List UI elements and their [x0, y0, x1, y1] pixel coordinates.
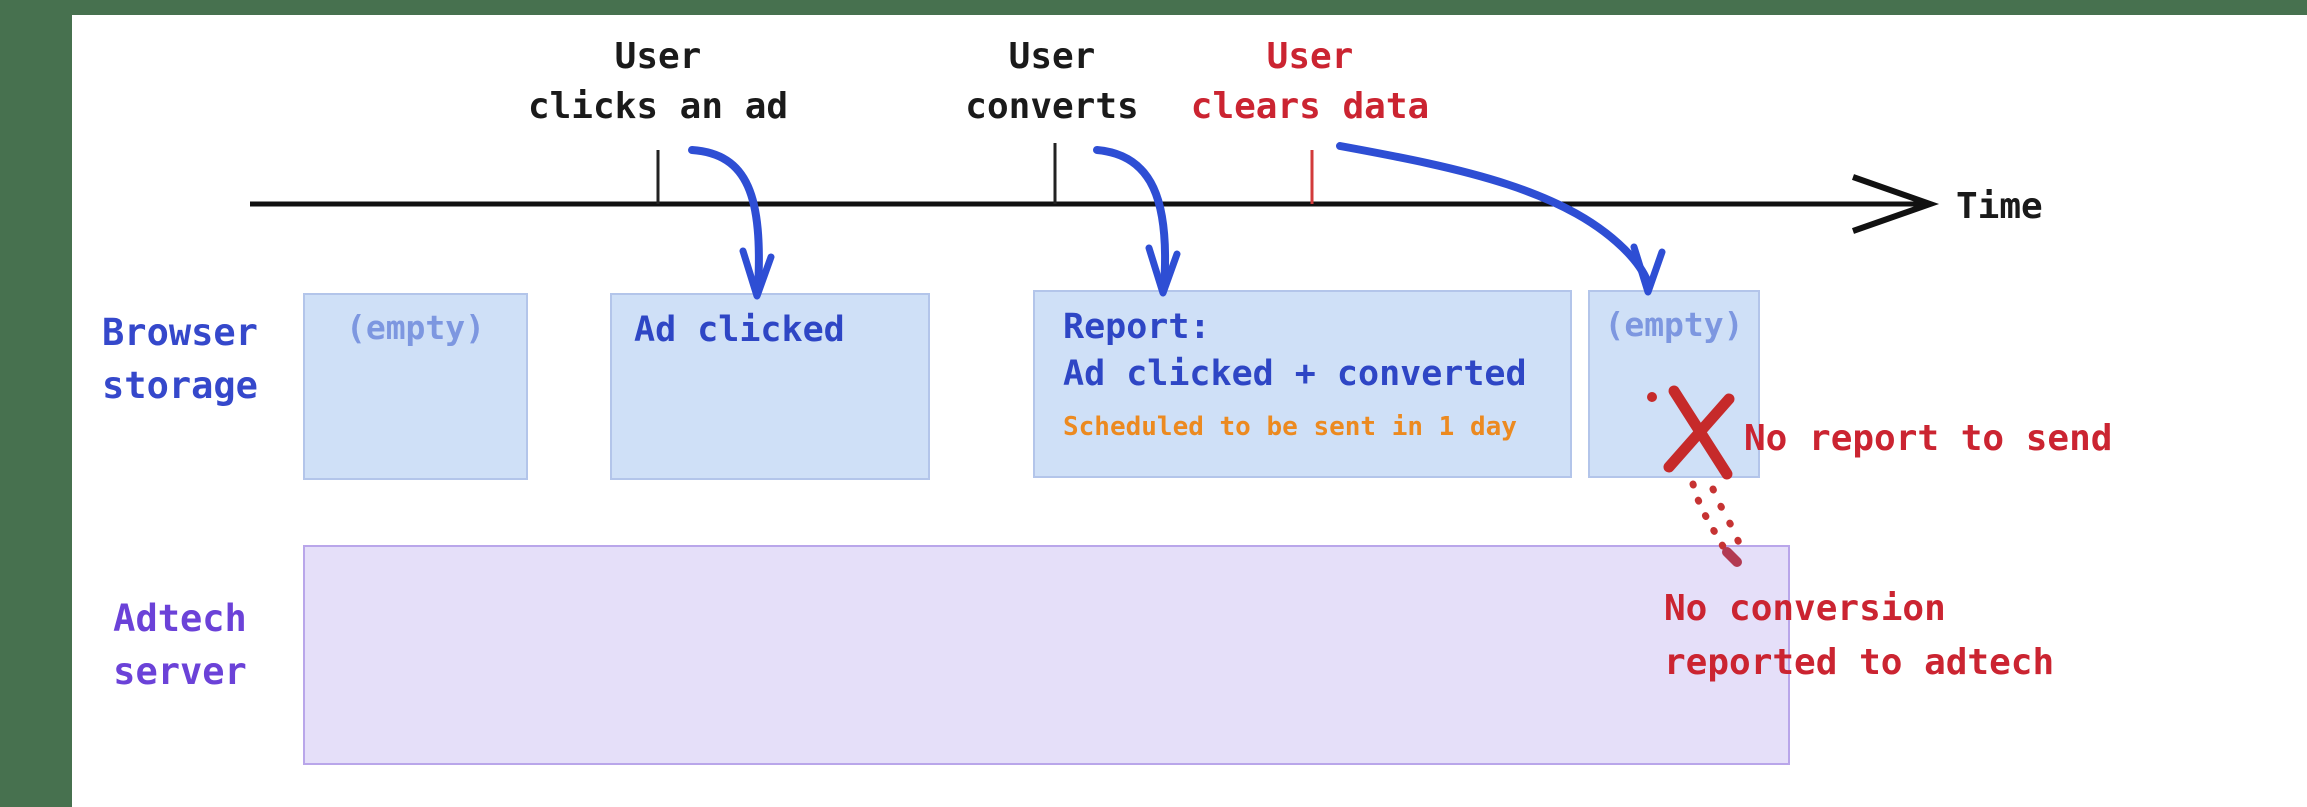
browser-label-line2: storage	[102, 364, 258, 407]
event-label-user-clicks-ad: User clicks an ad	[528, 32, 788, 132]
arrow-report-head	[1145, 244, 1181, 297]
time-axis	[250, 174, 1940, 234]
frame-left-edge	[0, 0, 72, 807]
blue-arrows	[688, 142, 1666, 300]
adtech-server-row-label: Adtech server	[113, 592, 247, 698]
browser-label-line1: Browser	[102, 311, 258, 354]
storage-box-empty-2-text: (empty)	[1604, 305, 1744, 344]
browser-storage-row-label: Browser storage	[102, 306, 258, 412]
time-axis-label: Time	[1956, 186, 2043, 227]
no-report-annotation: No report to send	[1744, 418, 2113, 459]
storage-box-empty-1-text: (empty)	[345, 308, 486, 347]
no-conversion-line2: reported to adtech	[1664, 642, 2055, 683]
time-axis-arrowhead	[1852, 174, 1940, 234]
event1-line1: User	[614, 36, 702, 77]
adtech-server-box	[303, 545, 1790, 765]
storage-box-empty-1: (empty)	[303, 293, 528, 480]
event-ticks	[656, 143, 1314, 204]
storage-box-ad-clicked-text: Ad clicked	[634, 310, 845, 350]
report-box-text: Report: Ad clicked + converted	[1035, 292, 1570, 398]
arrow-cleared	[1336, 142, 1653, 290]
event1-line2: clicks an ad	[527, 86, 789, 127]
frame-top-edge	[0, 0, 2307, 15]
event-label-user-clears-data: User clears data	[1191, 32, 1429, 132]
event2-line2: converts	[965, 86, 1139, 127]
no-conversion-line1: No conversion	[1664, 588, 1946, 629]
arrow-report	[1093, 146, 1170, 291]
adtech-label-line2: server	[113, 650, 247, 693]
storage-box-report: Report: Ad clicked + converted Scheduled …	[1033, 290, 1572, 478]
storage-box-empty-2: (empty)	[1588, 290, 1760, 478]
event3-line2: clears data	[1190, 86, 1430, 127]
report-box-line2: Ad clicked + converted	[1063, 354, 1527, 394]
arrow-ad-clicked	[688, 146, 763, 294]
no-conversion-annotation: No conversion reported to adtech	[1664, 582, 2054, 690]
arrow-cleared-head	[1630, 243, 1666, 296]
report-box-schedule-note: Scheduled to be sent in 1 day	[1063, 412, 1517, 442]
event3-line1: User	[1266, 36, 1354, 77]
adtech-label-line1: Adtech	[113, 597, 247, 640]
arrow-ad-clicked-head	[739, 247, 775, 300]
storage-box-ad-clicked: Ad clicked	[610, 293, 930, 480]
report-box-line1: Report:	[1063, 307, 1211, 347]
event-label-user-converts: User converts	[965, 32, 1138, 132]
event2-line1: User	[1008, 36, 1096, 77]
